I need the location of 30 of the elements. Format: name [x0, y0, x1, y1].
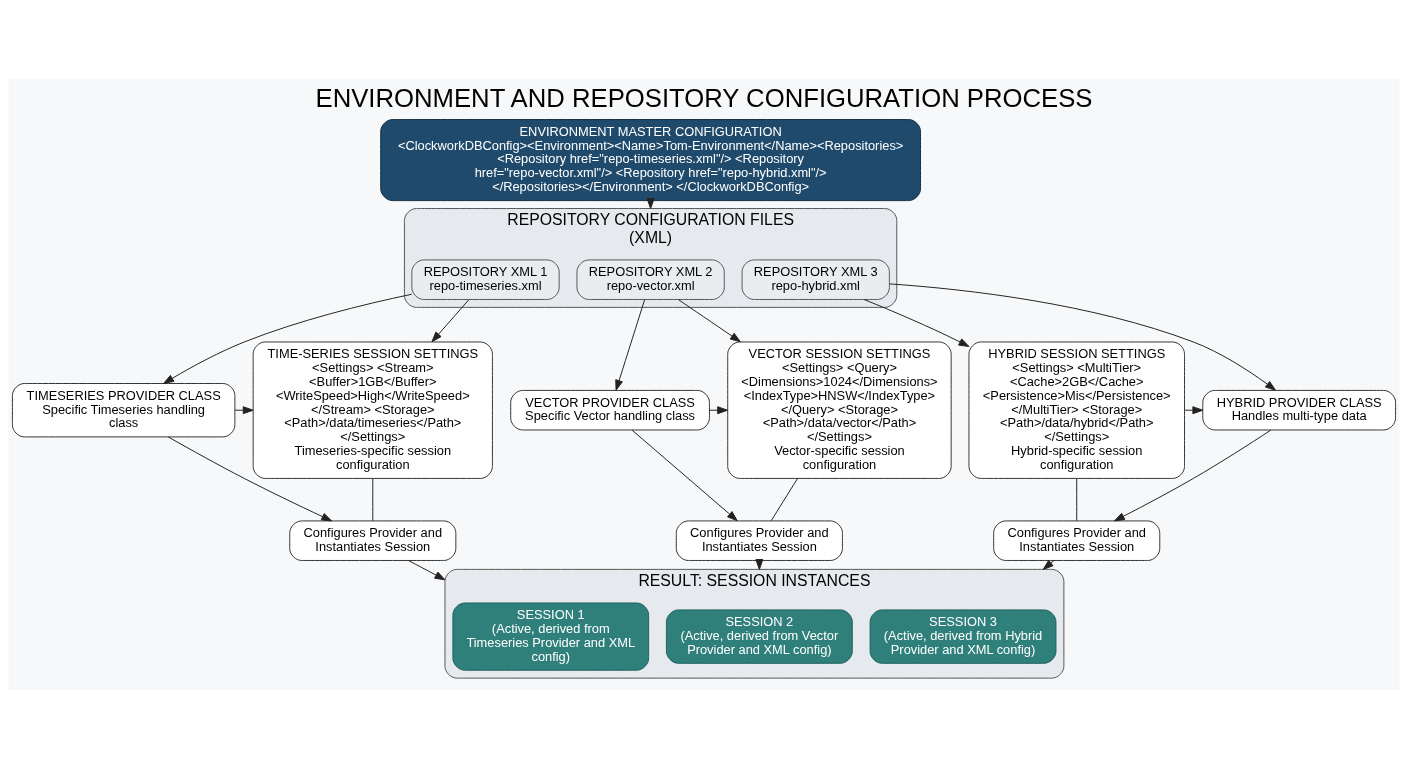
node-box: Configures Provider and Instantiates Session	[289, 519, 457, 561]
node-box: REPOSITORY XML 2 repo-vector.xml	[576, 258, 725, 300]
connector	[372, 477, 374, 521]
node-box: SESSION 1 (Active, derived from Timeseries Provider and XML config)	[452, 602, 650, 671]
arrow	[615, 298, 646, 391]
node-box: SESSION 3 (Active, derived from Hybrid Provider and XML config)	[869, 608, 1057, 664]
arrow	[163, 293, 413, 384]
node-box: REPOSITORY XML 3 repo-hybrid.xml	[741, 258, 890, 300]
arrow	[863, 298, 970, 347]
node-box: VECTOR PROVIDER CLASS Specific Vector handling class	[510, 389, 710, 430]
connector	[1076, 477, 1078, 521]
arrow	[677, 298, 741, 342]
node-box: HYBRID SESSION SETTINGS <Settings> <MultiTier> <Cache>2GB</Cache> <Persistence>Mis</Persistence> </MultiTier> <Storage> <Path>/data/hybrid</Path> </Settings> Hybrid-specific session configuration	[968, 341, 1185, 479]
arrow	[234, 405, 254, 414]
node-box: VECTOR SESSION SETTINGS <Settings> <Query> <Dimensions>1024</Dimensions> <IndexType>HNSW</IndexType> </Query> <Storage> <Path>/data/vector</Path> </Settings> Vector-specific session configuration	[727, 341, 952, 479]
node-box: HYBRID PROVIDER CLASS Handles multi-type data	[1202, 389, 1397, 430]
node-box: SESSION 2 (Active, derived from Vector Provider and XML config)	[665, 608, 853, 664]
arrow	[167, 435, 333, 521]
arrow	[408, 559, 446, 580]
node-box: REPOSITORY XML 1 repo-timeseries.xml	[411, 258, 560, 300]
arrow	[889, 282, 1276, 391]
diagram-title: ENVIRONMENT AND REPOSITORY CONFIGURATION PROCESS	[315, 83, 1093, 112]
connector	[770, 477, 799, 521]
arrow	[1113, 429, 1272, 521]
arrow	[431, 298, 470, 342]
arrow	[1042, 559, 1055, 570]
node-box: Configures Provider and Instantiates Session	[993, 519, 1161, 561]
node-box: TIME-SERIES SESSION SETTINGS <Settings> <Stream> <Buffer>1GB</Buffer> <WriteSpeed>High</WriteSpeed> </Stream> <Storage> <Path>/data/timeseries</Path> </Settings> Timeseries-specific session configuration	[252, 341, 493, 479]
node-box: TIMESERIES PROVIDER CLASS Specific Timeseries handling class	[11, 382, 236, 437]
arrow	[631, 429, 738, 521]
